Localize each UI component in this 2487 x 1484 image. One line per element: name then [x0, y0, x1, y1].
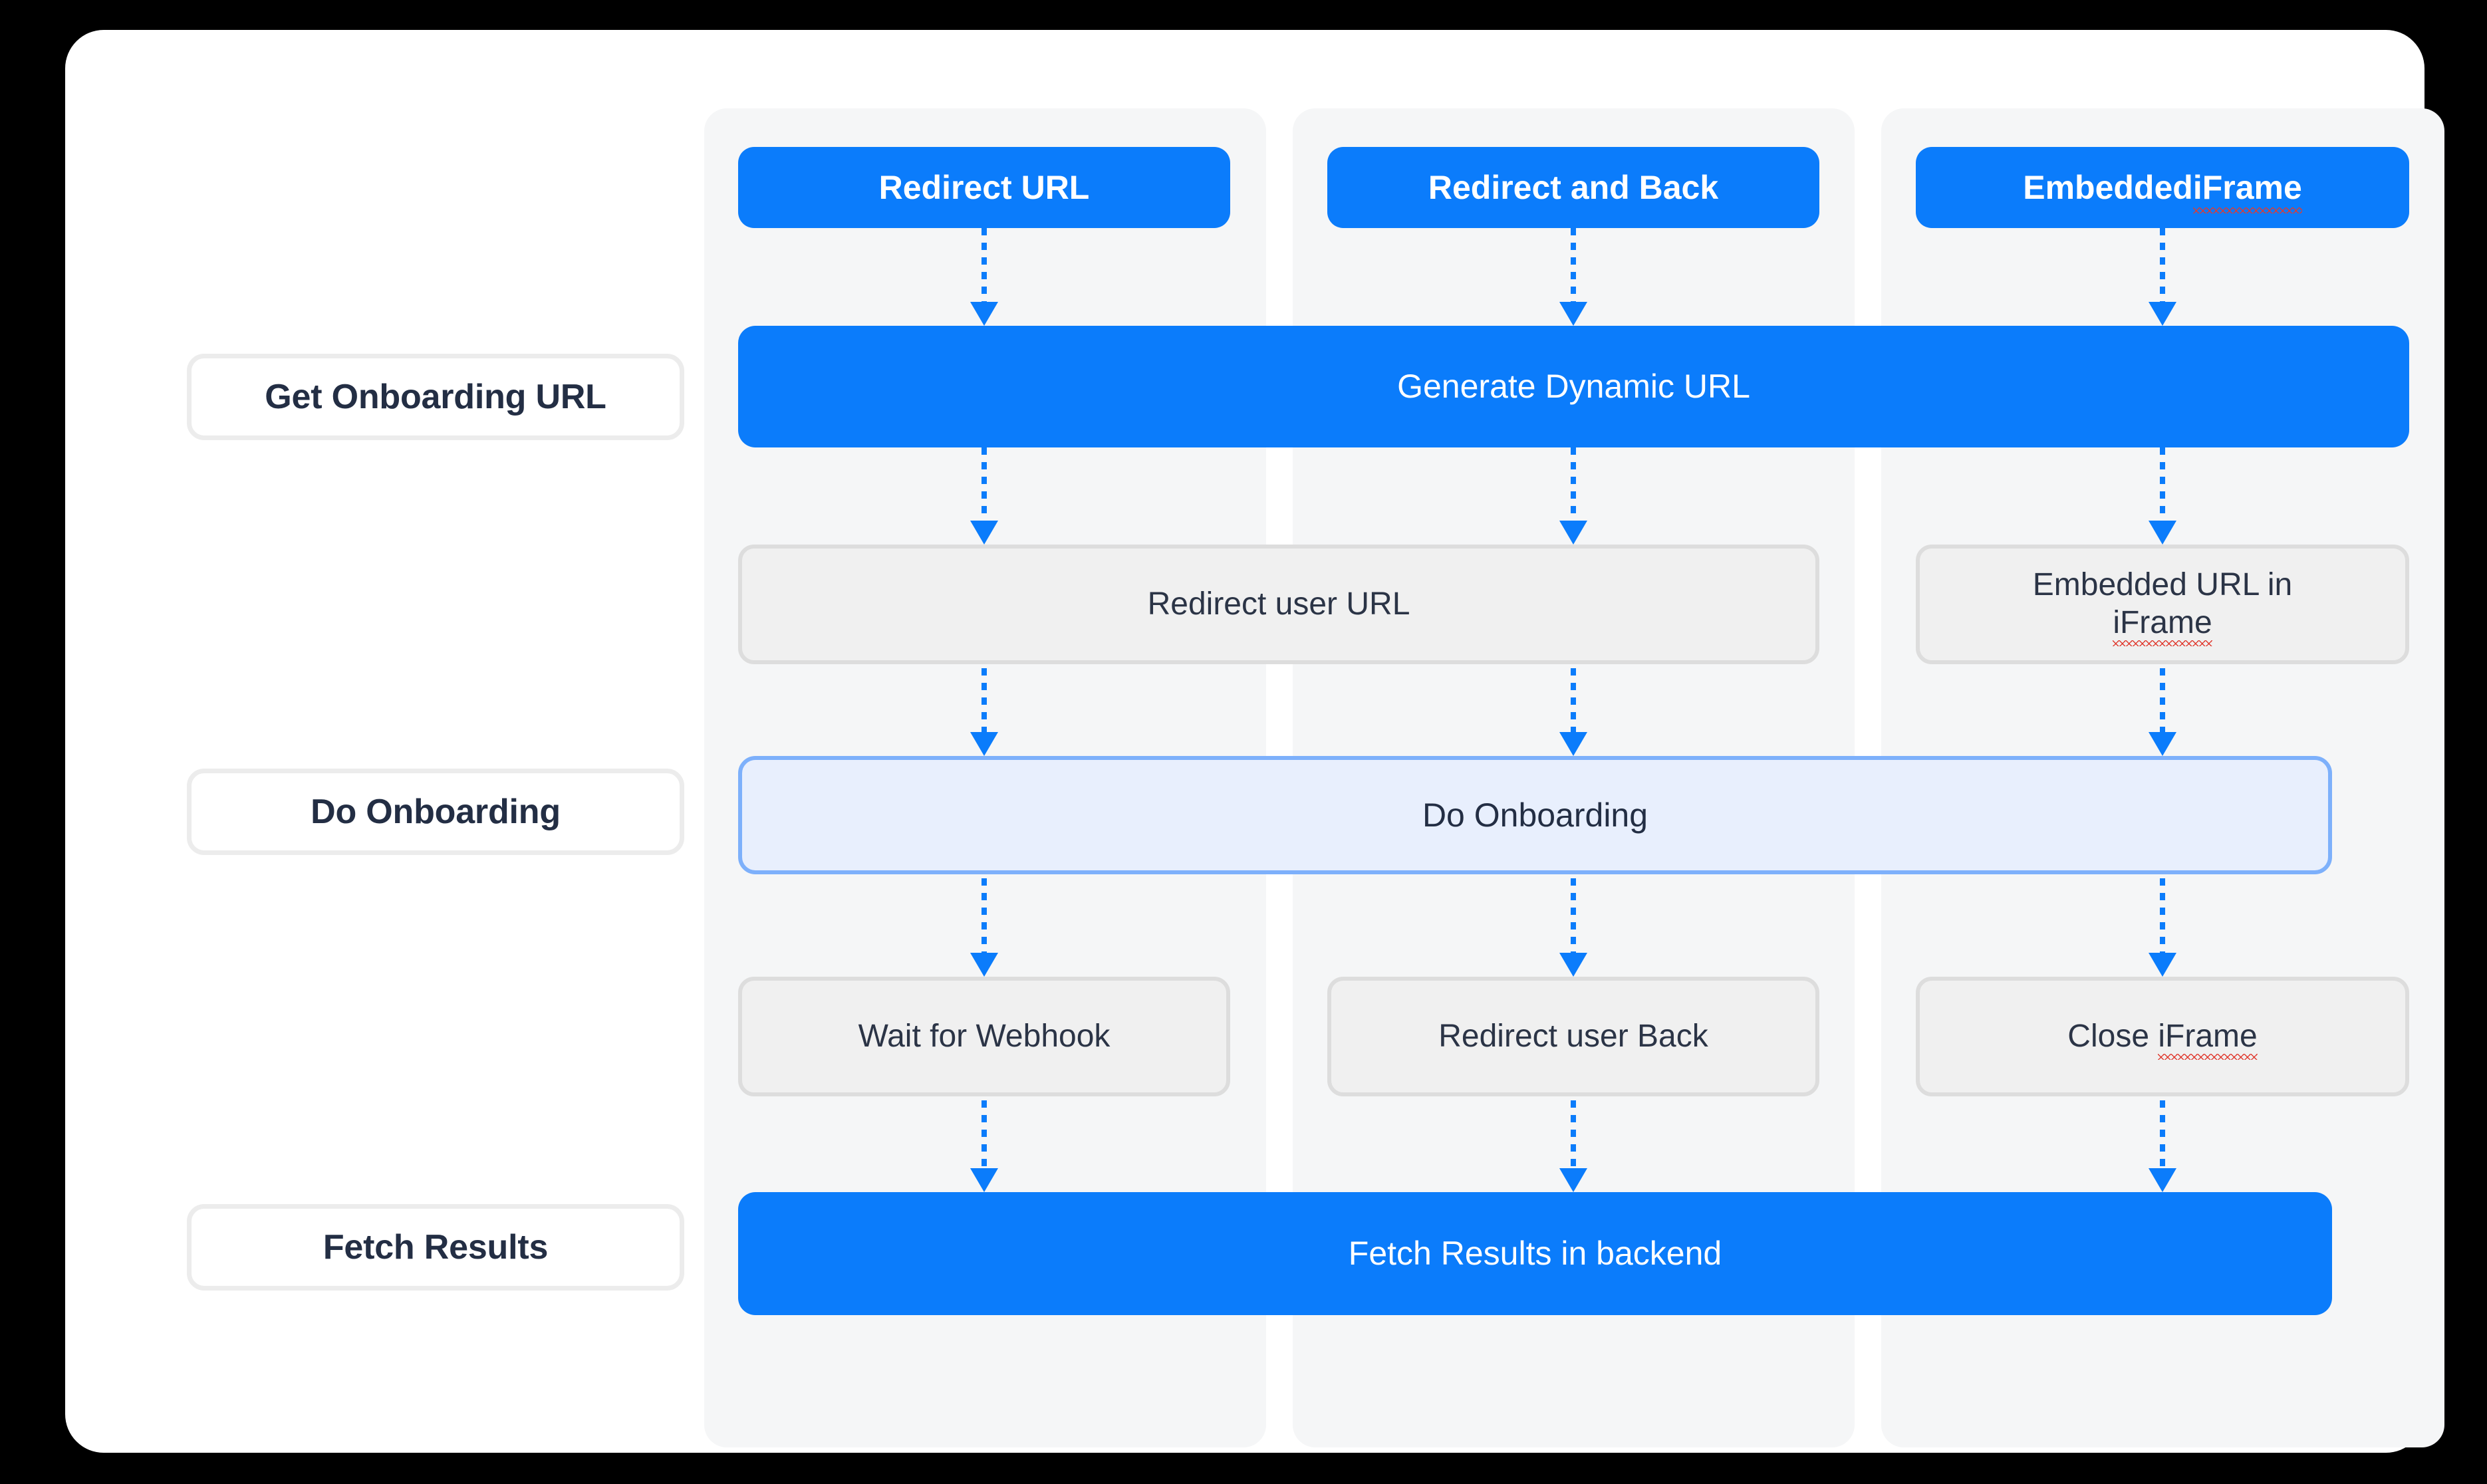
arrow-stem: [982, 878, 987, 954]
arrow-do-onboarding-to-redirect-user-back: [1559, 878, 1587, 977]
arrow-wait-for-webhook-to-fetch-results: [970, 1100, 998, 1192]
arrow-head-icon: [1559, 1168, 1587, 1192]
arrow-head-icon: [970, 1168, 998, 1192]
stage-label-text: Do Onboarding: [311, 793, 561, 831]
arrow-header-to-generate-url-col3: [2149, 228, 2176, 326]
node-redirect-user-url: Redirect user URL: [738, 545, 1819, 664]
arrow-redirect-user-url-to-do-onboarding-col2: [1559, 668, 1587, 756]
arrow-head-icon: [1559, 302, 1587, 326]
column-header-redirect-url: Redirect URL: [738, 147, 1230, 228]
column-header-text: Embedded: [2023, 168, 2193, 206]
arrow-head-icon: [2149, 302, 2176, 326]
arrow-stem: [1571, 447, 1576, 522]
arrow-stem: [982, 447, 987, 522]
column-header-text: Redirect URL: [878, 168, 1090, 206]
arrow-stem: [982, 668, 987, 733]
arrow-head-icon: [970, 302, 998, 326]
arrow-do-onboarding-to-wait-for-webhook: [970, 878, 998, 977]
node-label: Do Onboarding: [1422, 796, 1648, 834]
stage-label-text: Get Onboarding URL: [265, 378, 606, 416]
arrow-head-icon: [2149, 1168, 2176, 1192]
arrow-redirect-user-back-to-fetch-results: [1559, 1100, 1587, 1192]
arrow-stem: [982, 228, 987, 303]
node-label-misspelled-word: iFrame: [2113, 605, 2212, 640]
node-label: Generate Dynamic URL: [1397, 368, 1750, 405]
column-header-text: Redirect and Back: [1428, 168, 1719, 206]
node-label: Redirect user URL: [1147, 586, 1410, 622]
node-label: Wait for Webhook: [858, 1018, 1111, 1054]
arrow-stem: [1571, 228, 1576, 303]
arrow-head-icon: [2149, 521, 2176, 545]
node-label: Fetch Results in backend: [1348, 1235, 1722, 1272]
arrow-header-to-generate-url-col1: [970, 228, 998, 326]
arrow-head-icon: [2149, 953, 2176, 977]
node-embedded-url-in-iframe: Embedded URL in iFrame: [1916, 545, 2409, 664]
arrow-do-onboarding-to-close-iframe: [2149, 878, 2176, 977]
arrow-stem: [1571, 878, 1576, 954]
arrow-generate-url-to-redirect-user-url: [970, 447, 998, 545]
column-header-embedded-iframe: Embedded iFrame: [1916, 147, 2409, 228]
stage-label-get-onboarding-url: Get Onboarding URL: [187, 354, 684, 440]
node-generate-dynamic-url: Generate Dynamic URL: [738, 326, 2409, 447]
arrow-stem: [2160, 447, 2165, 522]
arrow-stem: [2160, 878, 2165, 954]
arrow-stem: [2160, 228, 2165, 303]
arrow-stem: [982, 1100, 987, 1170]
node-do-onboarding: Do Onboarding: [738, 756, 2332, 874]
column-header-misspelled-word: iFrame: [2192, 168, 2302, 213]
arrow-head-icon: [970, 953, 998, 977]
arrow-head-icon: [1559, 521, 1587, 545]
stage-label-do-onboarding: Do Onboarding: [187, 769, 684, 855]
arrow-generate-url-to-redirect-user-url-col2: [1559, 447, 1587, 545]
node-label-line1: Embedded URL in: [2032, 567, 2293, 603]
stage-label-fetch-results: Fetch Results: [187, 1204, 684, 1291]
diagram-card: Get Onboarding URL Do Onboarding Fetch R…: [65, 30, 2444, 1453]
node-label: Redirect user Back: [1438, 1018, 1708, 1054]
node-fetch-results-in-backend: Fetch Results in backend: [738, 1192, 2332, 1315]
node-close-iframe: Close iFrame: [1916, 977, 2409, 1096]
node-label-prefix: Close: [2067, 1018, 2159, 1054]
node-label-misspelled-word: iFrame: [2158, 1018, 2258, 1054]
arrow-generate-url-to-embedded-url: [2149, 447, 2176, 545]
column-header-redirect-and-back: Redirect and Back: [1327, 147, 1819, 228]
arrow-header-to-generate-url-col2: [1559, 228, 1587, 326]
arrow-stem: [2160, 668, 2165, 733]
arrow-stem: [1571, 668, 1576, 733]
node-redirect-user-back: Redirect user Back: [1327, 977, 1819, 1096]
node-label: Close iFrame: [2067, 1018, 2257, 1056]
arrow-head-icon: [970, 521, 998, 545]
stage-label-text: Fetch Results: [323, 1228, 549, 1267]
arrow-stem: [2160, 1100, 2165, 1170]
node-label: Embedded URL in iFrame: [2033, 566, 2292, 642]
arrow-close-iframe-to-fetch-results: [2149, 1100, 2176, 1192]
arrow-head-icon: [970, 732, 998, 756]
arrow-embedded-url-to-do-onboarding: [2149, 668, 2176, 756]
node-wait-for-webhook: Wait for Webhook: [738, 977, 1230, 1096]
arrow-head-icon: [1559, 953, 1587, 977]
arrow-redirect-user-url-to-do-onboarding-col1: [970, 668, 998, 756]
arrow-head-icon: [2149, 732, 2176, 756]
arrow-head-icon: [1559, 732, 1587, 756]
arrow-stem: [1571, 1100, 1576, 1170]
